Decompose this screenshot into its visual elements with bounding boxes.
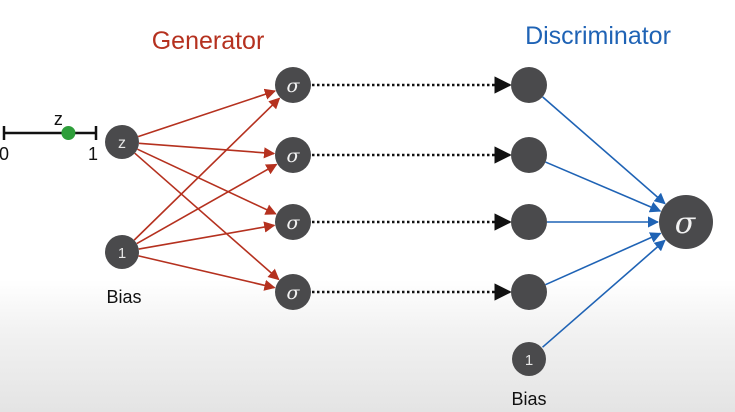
generator-edge: [134, 152, 280, 281]
discriminator-title: Discriminator: [525, 22, 671, 50]
sigma-label: σ: [287, 282, 301, 304]
discriminator-edge: [542, 239, 666, 348]
discriminator-input-bias[interactable]: 1 Bias: [511, 342, 547, 409]
node-disc-in-1[interactable]: [511, 67, 547, 103]
node-disc-bias[interactable]: [512, 342, 546, 376]
node-bias-label: 1: [118, 245, 126, 262]
discriminator-edge: [545, 161, 662, 213]
node-gen-out-4[interactable]: [275, 274, 311, 310]
sigma-label: σ: [287, 212, 301, 234]
generator-edge: [136, 163, 278, 245]
node-disc-bias-label: 1: [525, 352, 533, 369]
generator-edge: [138, 142, 276, 159]
generator-output-node[interactable]: σ: [275, 137, 311, 173]
input-scale: z 0 1: [0, 109, 98, 164]
sigma-label: σ: [287, 145, 301, 167]
generator-output-node[interactable]: σ: [275, 274, 311, 310]
node-z[interactable]: [105, 125, 139, 159]
node-bias[interactable]: [105, 235, 139, 269]
node-z-label: z: [118, 135, 126, 152]
scale-min-label: 0: [0, 144, 9, 164]
discriminator-input-node[interactable]: [511, 67, 547, 103]
generator-edge: [133, 97, 281, 241]
node-disc-in-4[interactable]: [511, 274, 547, 310]
node-disc-in-2[interactable]: [511, 137, 547, 173]
discriminator-edge: [542, 96, 666, 205]
discriminator-edge: [545, 232, 662, 286]
node-disc-out[interactable]: [659, 195, 713, 249]
node-gen-out-3[interactable]: [275, 204, 311, 240]
discriminator-edges: [542, 96, 666, 348]
generator-edge: [138, 221, 276, 250]
generator-input-bias[interactable]: 1 Bias: [105, 235, 142, 307]
generator-input-z[interactable]: z: [105, 125, 139, 159]
generator-edge: [138, 255, 276, 291]
scale-max-label: 1: [88, 144, 98, 164]
generator-edge: [137, 148, 277, 215]
discriminator-output-node[interactable]: σ: [659, 195, 713, 249]
discriminator-input-node[interactable]: [511, 204, 547, 240]
discriminator-bias-caption: Bias: [511, 389, 546, 409]
node-gen-out-2[interactable]: [275, 137, 311, 173]
generator-bias-caption: Bias: [106, 287, 141, 307]
discriminator-input-node[interactable]: [511, 274, 547, 310]
node-disc-in-3[interactable]: [511, 204, 547, 240]
sigma-output-label: σ: [675, 206, 697, 241]
generator-output-node[interactable]: σ: [275, 67, 311, 103]
generator-edges: [133, 88, 281, 291]
z-sample-point[interactable]: [61, 126, 76, 140]
sigma-label: σ: [287, 75, 301, 97]
node-gen-out-1[interactable]: [275, 67, 311, 103]
transfer-edges: [312, 76, 512, 301]
z-variable-label: z: [54, 109, 63, 129]
generator-edge: [137, 88, 277, 138]
generator-title: Generator: [152, 27, 265, 55]
discriminator-input-node[interactable]: [511, 137, 547, 173]
generator-output-node[interactable]: σ: [275, 204, 311, 240]
